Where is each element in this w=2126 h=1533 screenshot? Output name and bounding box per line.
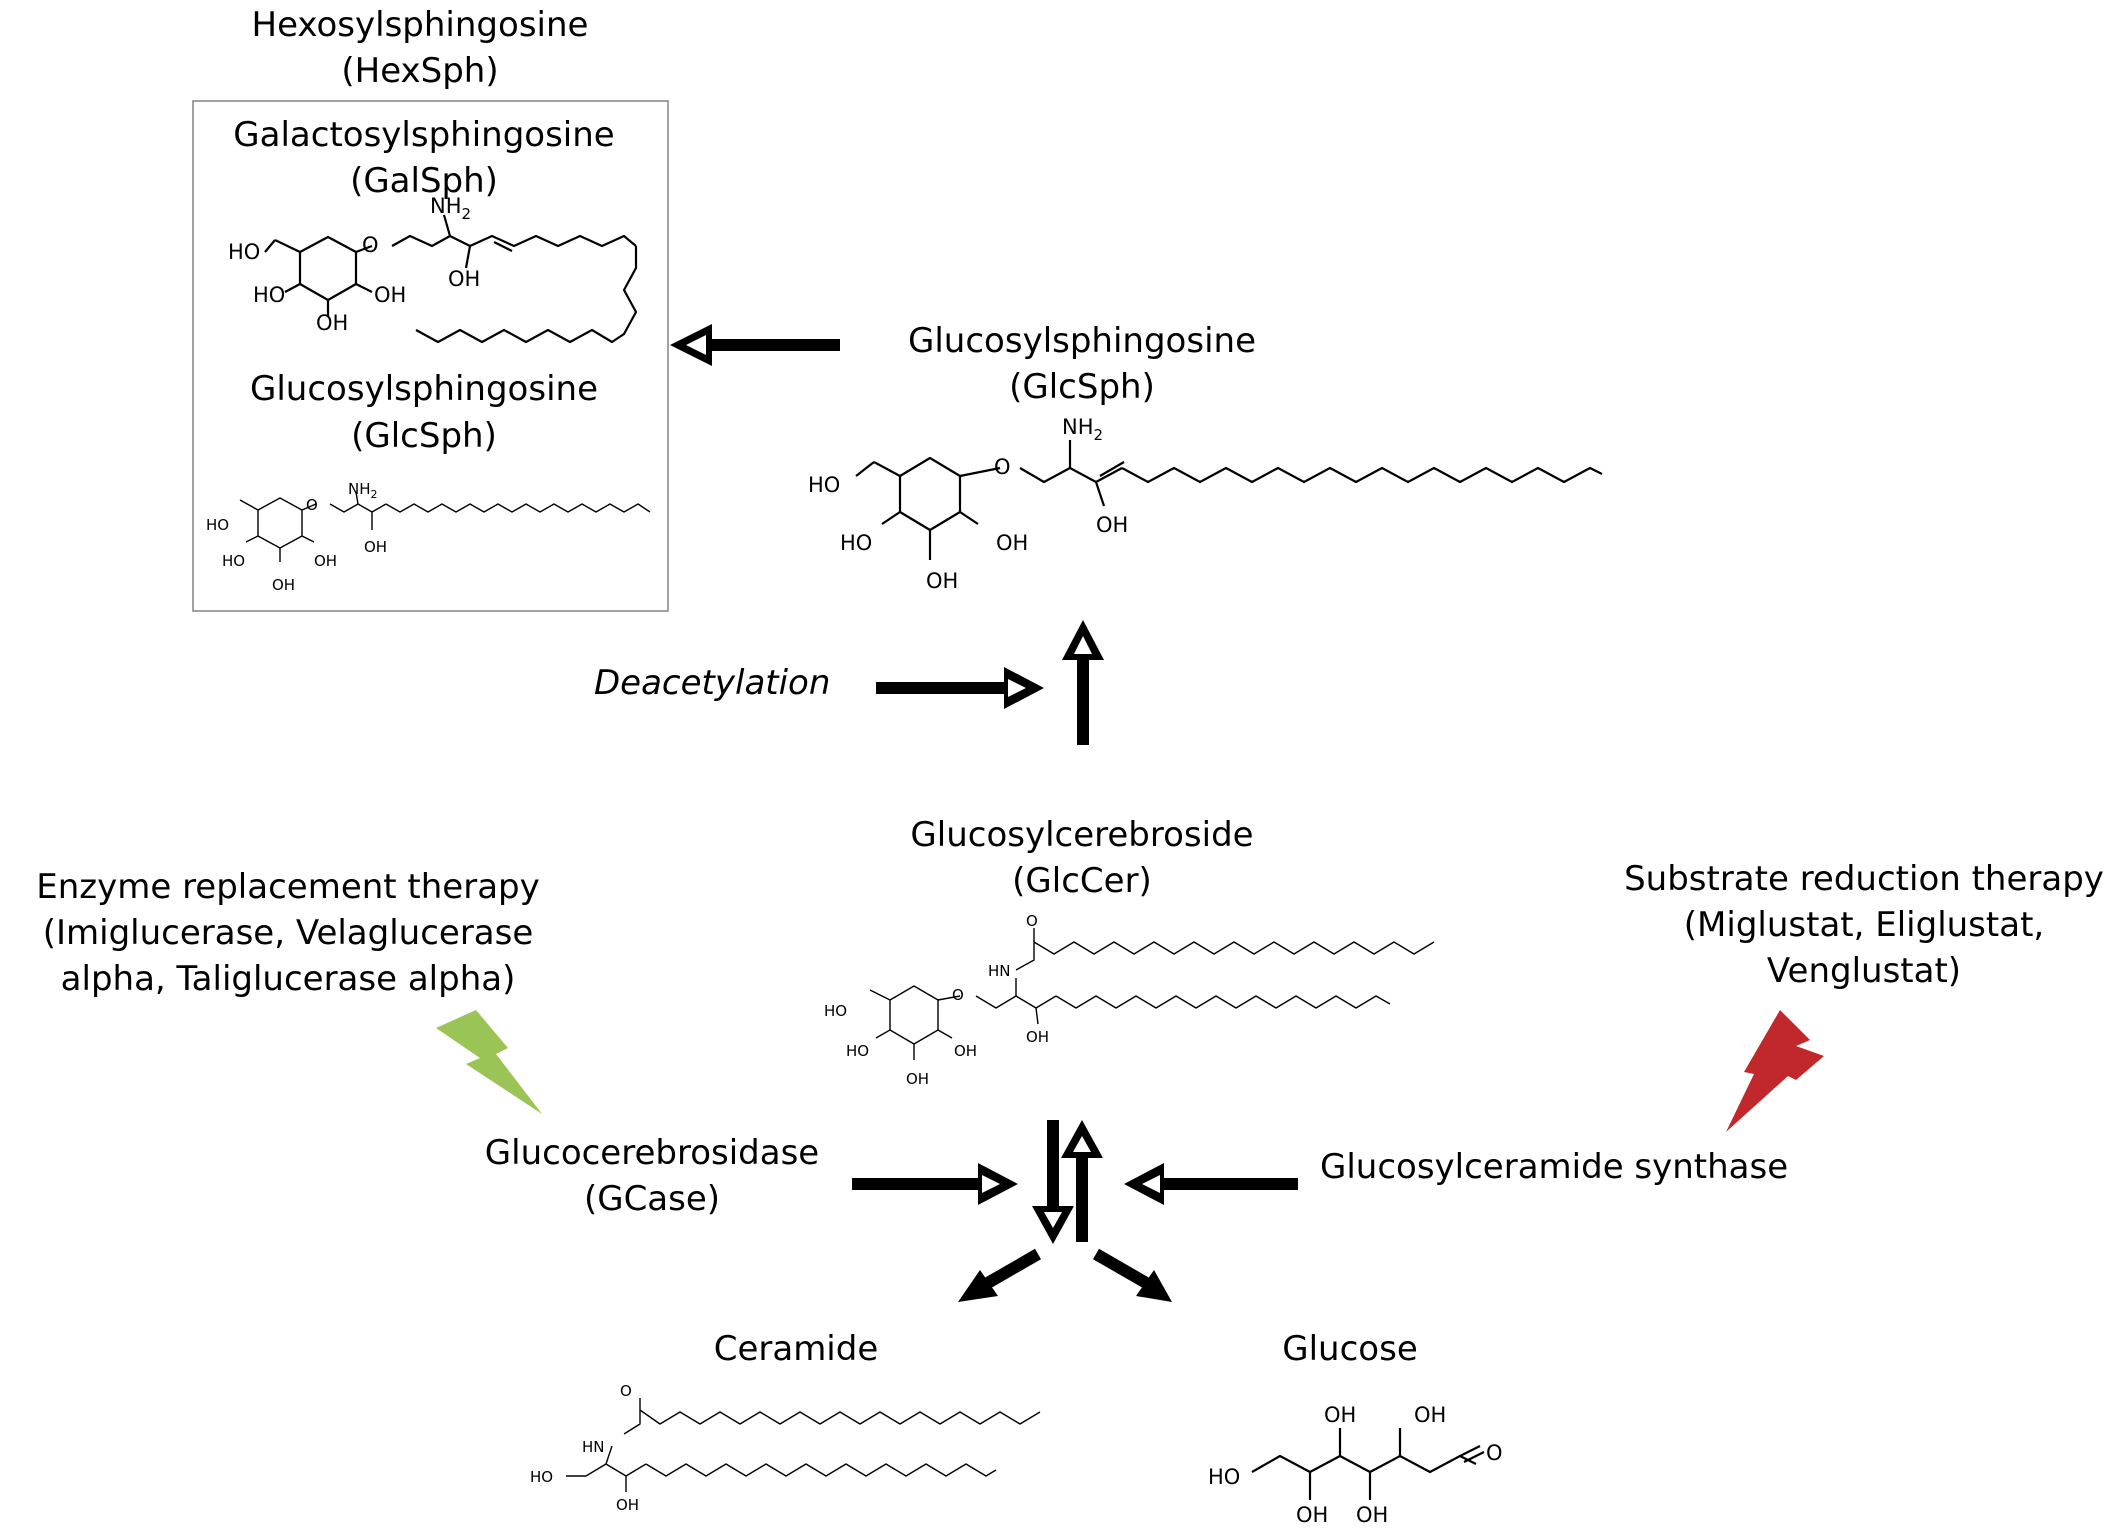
galsph-ring-o: O: [362, 233, 379, 257]
galsph-oh-bottom: OH: [316, 311, 348, 335]
glucose-aldehyde-o: O: [1486, 1441, 1503, 1465]
glccer-abbr: (GlcCer): [1012, 861, 1152, 901]
glccer-oh-bottom: OH: [906, 1070, 929, 1088]
glccer-hn: HN: [988, 962, 1011, 980]
ceramide-carbonyl-o: O: [620, 1382, 632, 1400]
glucose-oh-top2: OH: [1414, 1403, 1446, 1427]
glcsph-oh-bottom: OH: [926, 569, 958, 593]
ceramide-hn: HN: [582, 1438, 605, 1456]
glcsph-box-ring-o: O: [306, 496, 318, 514]
galsph-ho-bottom-left: HO: [253, 283, 285, 307]
galsph-abbr: (GalSph): [350, 161, 498, 201]
glcsph-abbr: (GlcSph): [1009, 367, 1155, 407]
arrow-to-glucose: [1093, 1248, 1172, 1302]
arrow-gcs: [1124, 1163, 1298, 1205]
glcsph-nh2: NH2: [1062, 415, 1103, 444]
gcase-abbr: (GCase): [584, 1179, 720, 1219]
srt-line2: (Miglustat, Eliglustat,: [1684, 905, 2044, 945]
ert-line1: Enzyme replacement therapy: [36, 867, 540, 907]
glcsph-box-ho2: HO: [222, 552, 245, 570]
ert-bolt-icon: [436, 1010, 542, 1114]
hexsph-abbr: (HexSph): [341, 51, 498, 91]
glcsph-box-oh-bottom: OH: [272, 576, 295, 594]
glcsph-ho-bottom-left: HO: [840, 531, 872, 555]
arrow-to-ceramide: [958, 1248, 1041, 1302]
galsph-nh2: NH2: [430, 194, 471, 223]
glucose-oh-bottom1: OH: [1296, 1503, 1328, 1527]
srt-line3: Venglustat): [1767, 951, 1961, 991]
glcsph-box-name: Glucosylsphingosine: [250, 369, 598, 409]
glccer-ring-o: O: [952, 986, 964, 1004]
glcsph-box-oh-chain: OH: [364, 538, 387, 556]
srt-line1: Substrate reduction therapy: [1624, 859, 2104, 899]
galsph-oh-right: OH: [374, 283, 406, 307]
deacetylation-label: Deacetylation: [594, 663, 830, 703]
glccer-oh-right: OH: [954, 1042, 977, 1060]
glccer-name: Glucosylcerebroside: [910, 815, 1253, 855]
glcsph-box-oh-right: OH: [314, 552, 337, 570]
arrow-gcase: [852, 1163, 1018, 1205]
glcsph-box-nh2: NH2: [348, 480, 378, 501]
glucose-ho: HO: [1208, 1465, 1240, 1489]
arrow-deacetylation: [876, 667, 1044, 709]
glcsph-ho-left: HO: [808, 473, 840, 497]
glcsph-oh-right: OH: [996, 531, 1028, 555]
glcsph-ring-o: O: [994, 455, 1011, 479]
ert-line2: (Imiglucerase, Velaglucerase: [43, 913, 534, 953]
glccer-oh-chain: OH: [1026, 1028, 1049, 1046]
galsph-structure: HO O HO OH OH NH2 OH: [228, 194, 638, 344]
ceramide-label: Ceramide: [714, 1329, 879, 1369]
glccer-ho: HO: [824, 1002, 847, 1020]
glucose-oh-top1: OH: [1324, 1403, 1356, 1427]
arrow-to-hexsph: [670, 324, 840, 366]
glucose-oh-bottom2: OH: [1356, 1503, 1388, 1527]
arrow-down-hydrolysis: [1032, 1120, 1074, 1244]
galsph-ho-left: HO: [228, 240, 260, 264]
arrow-up-synthesis: [1061, 1120, 1103, 1242]
ert-line3: alpha, Taliglucerase alpha): [61, 959, 516, 999]
glcsph-oh-chain: OH: [1096, 513, 1128, 537]
gcs-label: Glucosylceramide synthase: [1320, 1147, 1788, 1187]
gcase-name: Glucocerebrosidase: [485, 1133, 819, 1173]
glccer-ho2: HO: [846, 1042, 869, 1060]
glccer-structure: HO O HO OH OH HN O OH: [824, 912, 1435, 1088]
galsph-name: Galactosylsphingosine: [233, 115, 614, 155]
glucose-label: Glucose: [1282, 1329, 1417, 1369]
glcsph-box-structure: HO O HO OH OH NH2 OH: [206, 480, 651, 594]
glcsph-box-abbr: (GlcSph): [351, 416, 497, 456]
hexsph-box: [192, 100, 669, 612]
glcsph-box-ho: HO: [206, 516, 229, 534]
glccer-carbonyl-o: O: [1026, 912, 1038, 930]
galsph-oh-chain: OH: [448, 267, 480, 291]
glcsph-structure: HO O HO OH OH NH2 OH: [808, 415, 1603, 593]
glcsph-name: Glucosylsphingosine: [908, 321, 1256, 361]
ceramide-oh: OH: [616, 1496, 639, 1514]
ceramide-structure: HO HN O OH: [530, 1382, 1041, 1514]
srt-bolt-icon: [1726, 1010, 1824, 1132]
arrow-up-to-glcsph: [1062, 620, 1104, 745]
ceramide-ho: HO: [530, 1468, 553, 1486]
glucose-structure: HO OH OH OH OH O: [1208, 1403, 1503, 1527]
hexsph-name: Hexosylsphingosine: [252, 5, 589, 45]
